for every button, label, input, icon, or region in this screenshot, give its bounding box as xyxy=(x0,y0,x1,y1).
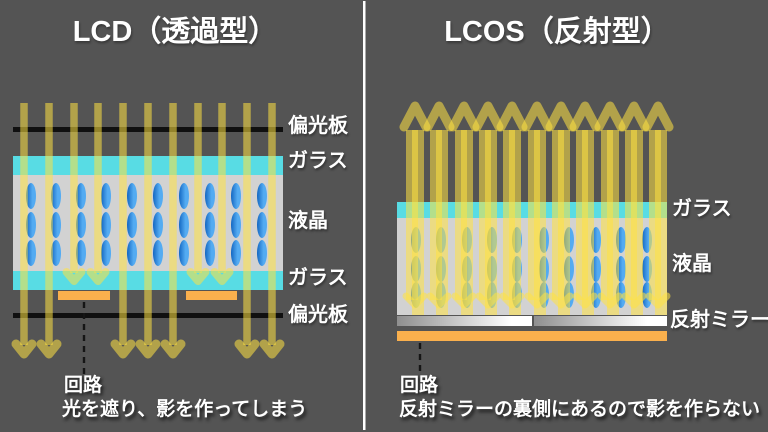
label-lcd-circuit: 回路 xyxy=(64,375,103,396)
light-ray-reflected xyxy=(404,106,426,315)
label-lcos-liquid-crystal: 液晶 xyxy=(672,253,712,275)
light-ray-reflected xyxy=(599,106,621,315)
light-ray-reflected xyxy=(477,106,499,315)
label-lcd-polarizer-top: 偏光板 xyxy=(288,115,348,137)
label-lcos-glass: ガラス xyxy=(672,198,732,220)
lcd-circuit-block-2 xyxy=(186,291,237,300)
light-ray-reflected xyxy=(526,106,548,315)
lcd-diagram xyxy=(13,103,283,374)
label-lcd-polarizer-bottom: 偏光板 xyxy=(288,304,348,326)
lcd-title: LCD（透過型） xyxy=(72,16,278,48)
label-lcd-glass-bottom: ガラス xyxy=(288,267,348,289)
lcos-circuit-layer xyxy=(397,331,667,341)
light-ray-reflected xyxy=(574,106,596,315)
lcos-mirror-segment-1 xyxy=(397,316,532,326)
label-lcos-mirror: 反射ミラー xyxy=(670,309,768,331)
label-lcos-circuit: 回路 xyxy=(400,375,439,396)
light-ray-reflected xyxy=(453,106,475,315)
lcos-light-rays xyxy=(404,106,669,315)
lcos-diagram xyxy=(397,106,669,373)
light-ray-reflected xyxy=(647,106,669,315)
lcd-caption: 光を遮り、影を作ってしまう xyxy=(62,399,308,420)
label-lcd-glass-top: ガラス xyxy=(288,150,348,172)
light-ray-reflected xyxy=(501,106,523,315)
lcos-mirror-segment-2 xyxy=(534,316,667,326)
label-lcd-liquid-crystal: 液晶 xyxy=(288,210,328,232)
light-ray-reflected xyxy=(623,106,645,315)
panel-divider xyxy=(363,1,366,430)
lcos-caption: 反射ミラーの裏側にあるので影を作らない xyxy=(399,399,761,420)
lcd-circuit-block-1 xyxy=(58,291,110,300)
lcos-title: LCOS（反射型） xyxy=(444,16,670,48)
light-ray-reflected xyxy=(550,106,572,315)
light-ray-reflected xyxy=(428,106,450,315)
